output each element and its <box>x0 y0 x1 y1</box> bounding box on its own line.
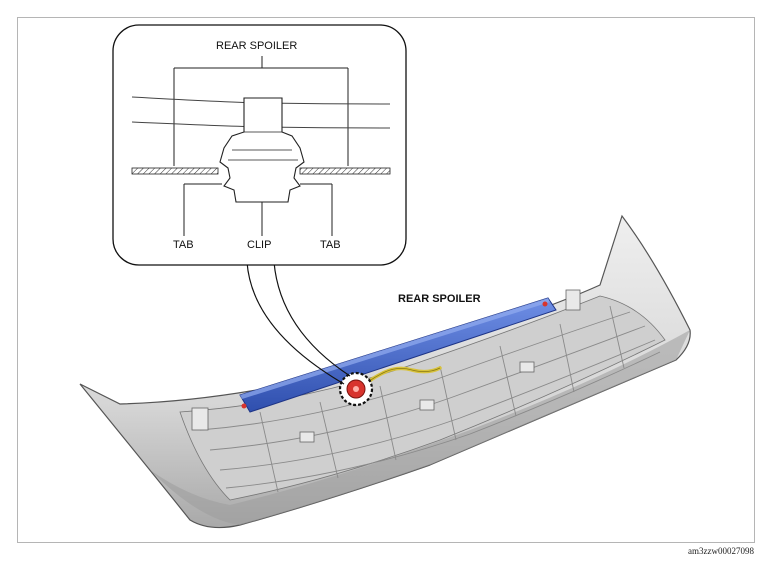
leader-line <box>246 261 345 385</box>
leader-line <box>273 261 351 377</box>
tab-left-label: TAB <box>173 239 194 251</box>
clip-location <box>338 371 374 407</box>
clip-label: CLIP <box>247 239 272 251</box>
spoiler-bracket <box>239 297 557 413</box>
tab-right-label: TAB <box>320 239 341 251</box>
document-id: am3zzw00027098 <box>688 546 754 556</box>
detail-callout <box>112 24 407 266</box>
detail-title: REAR SPOILER <box>216 40 298 52</box>
rear-spoiler-label: REAR SPOILER <box>398 293 481 305</box>
